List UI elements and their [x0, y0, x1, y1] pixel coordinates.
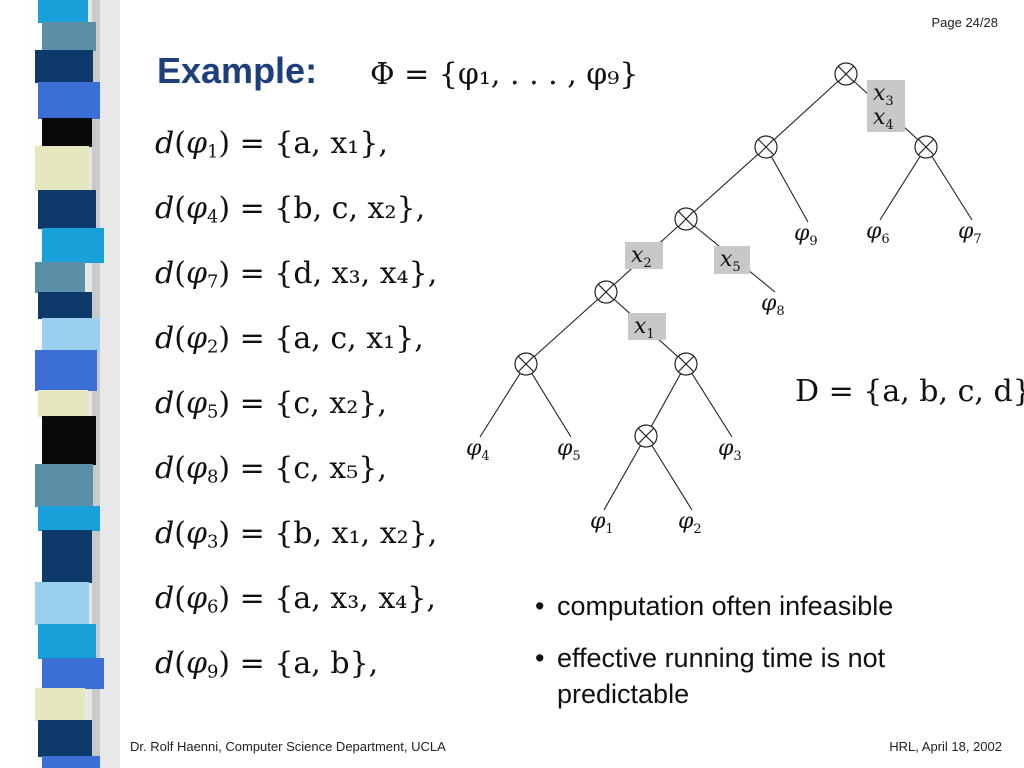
- equation-phi-index: 4: [206, 206, 219, 228]
- equation-rhs: a, b: [293, 646, 350, 681]
- stripe-block: [35, 262, 85, 293]
- equation-item: d(φ5) = {c, x₂},: [155, 386, 387, 423]
- equation-rhs: c, x₅: [293, 451, 359, 486]
- equation-phi-index: 9: [206, 661, 219, 683]
- equation-rhs: b, x₁, x₂: [293, 516, 409, 551]
- tree-edge: [645, 363, 687, 437]
- stripe-block: [35, 582, 89, 625]
- bullet-item: computation often infeasible: [535, 588, 967, 624]
- leaf-label-φ8: φ8: [761, 291, 785, 319]
- tree-edge: [765, 146, 809, 223]
- leaf-label-φ7: φ7: [958, 219, 982, 247]
- combine-node-icon: [914, 135, 938, 159]
- leaf-label-φ3: φ3: [718, 436, 742, 464]
- edge-label-box: x5: [714, 246, 750, 275]
- leaf-label-φ2: φ2: [678, 509, 702, 537]
- equation-phi-index: 7: [206, 271, 219, 293]
- leaf-label-φ5: φ5: [557, 436, 581, 464]
- decorative-stripe: [0, 0, 120, 768]
- tree-edge: [479, 363, 527, 438]
- tree-edge: [525, 363, 572, 438]
- leaf-label-φ6: φ6: [866, 219, 890, 247]
- equation-rhs: d, x₃, x₄: [293, 256, 409, 291]
- tree-edge: [645, 435, 693, 511]
- combine-node-icon: [674, 207, 698, 231]
- stripe-block: [35, 464, 93, 507]
- equation-item: d(φ8) = {c, x₅},: [155, 451, 387, 488]
- stripe-block: [42, 118, 92, 147]
- tree-edge: [765, 73, 847, 148]
- bullet-item: effective running time is not predictabl…: [535, 640, 967, 712]
- stripe-block: [38, 506, 100, 531]
- edge-label-box: x1: [628, 313, 666, 342]
- equation-phi-index: 3: [206, 531, 219, 553]
- equation-item: d(φ2) = {a, c, x₁},: [155, 321, 424, 358]
- stripe-block: [38, 624, 96, 659]
- tree-edge: [925, 146, 973, 221]
- equation-rhs: a, x₃, x₄: [293, 581, 408, 616]
- tree-edge: [685, 146, 767, 220]
- combine-node-icon: [514, 352, 538, 376]
- stripe-block: [35, 146, 89, 191]
- phi-set-formula: Φ = {φ₁, . . . , φ₉}: [370, 57, 639, 92]
- stripe-block: [35, 50, 93, 83]
- stripe-block: [38, 390, 88, 417]
- combine-node-icon: [634, 424, 658, 448]
- stripe-block: [42, 416, 96, 465]
- stripe-block: [38, 720, 92, 757]
- combine-node-icon: [834, 62, 858, 86]
- equation-phi-index: 5: [206, 401, 219, 423]
- combine-node-icon: [594, 280, 618, 304]
- domain-set-formula: D = {a, b, c, d}: [795, 374, 1024, 409]
- footer-author: Dr. Rolf Haenni, Computer Science Depart…: [130, 739, 446, 754]
- stripe-block: [42, 22, 96, 51]
- stripe-block: [38, 190, 96, 229]
- tree-edge: [879, 146, 927, 221]
- equation-rhs: a, x₁: [293, 126, 360, 161]
- equation-phi-index: 6: [206, 596, 219, 618]
- equation-item: d(φ1) = {a, x₁},: [155, 126, 388, 163]
- footer-date: HRL, April 18, 2002: [889, 739, 1002, 754]
- stripe-block: [42, 530, 92, 583]
- equation-phi-index: 8: [206, 466, 219, 488]
- stripe-block: [42, 318, 100, 351]
- equation-item: d(φ7) = {d, x₃, x₄},: [155, 256, 438, 293]
- stripe-block: [42, 658, 104, 689]
- stripe-block: [42, 756, 100, 768]
- equation-rhs: c, x₂: [293, 386, 359, 421]
- leaf-label-φ9: φ9: [794, 221, 818, 249]
- equation-phi-index: 1: [206, 141, 219, 163]
- stripe-block: [38, 292, 92, 319]
- equation-item: d(φ9) = {a, b},: [155, 646, 379, 683]
- tree-edge: [525, 291, 607, 365]
- equation-rhs: a, c, x₁: [293, 321, 396, 356]
- page-number: Page 24/28: [931, 15, 998, 30]
- equation-item: d(φ4) = {b, c, x₂},: [155, 191, 426, 228]
- leaf-label-φ1: φ1: [590, 509, 614, 537]
- equation-item: d(φ3) = {b, x₁, x₂},: [155, 516, 438, 553]
- equation-item: d(φ6) = {a, x₃, x₄},: [155, 581, 436, 618]
- stripe-block: [42, 228, 104, 263]
- equation-phi-index: 2: [206, 336, 219, 358]
- stripe-block: [35, 350, 97, 391]
- stripe-block: [35, 688, 85, 721]
- bullet-list: computation often infeasible effective r…: [535, 588, 967, 728]
- edge-label-box: x2: [625, 242, 663, 271]
- slide-title-row: Example:: [157, 50, 317, 92]
- stripe-block: [38, 82, 100, 119]
- combine-node-icon: [674, 352, 698, 376]
- combine-node-icon: [754, 135, 778, 159]
- tree-edge: [603, 435, 647, 511]
- leaf-label-φ4: φ4: [466, 436, 490, 464]
- stripe-block: [38, 0, 88, 23]
- tree-edge: [685, 363, 733, 438]
- slide-title: Example:: [157, 50, 318, 91]
- equation-rhs: b, c, x₂: [293, 191, 397, 226]
